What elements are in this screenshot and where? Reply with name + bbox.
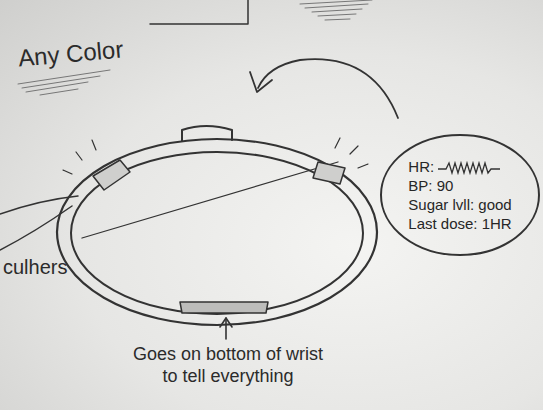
arrow-head	[220, 318, 232, 327]
sensor-patch	[313, 162, 345, 184]
line-wrap: HR:	[408, 157, 511, 176]
reading-text: Last dose: 1HR	[408, 215, 511, 232]
sensor-patch	[93, 160, 130, 190]
arrow-head	[250, 72, 272, 92]
bubble-outline	[379, 133, 541, 257]
glow-ticks	[63, 138, 368, 174]
part-name: culhers	[3, 256, 67, 279]
line-wrap: BP: 90	[408, 176, 511, 195]
reading-text: Sugar lvll: good	[408, 196, 511, 213]
line-wrap: Last dose: 1HR	[408, 214, 511, 233]
sketch-line	[150, 0, 248, 24]
note-text: Any Color	[17, 35, 124, 72]
line-wrap: Sugar lvll: good	[408, 195, 511, 214]
note-text: Goes on bottom of wrist to tell everythi…	[128, 344, 328, 387]
reading-text: HR:	[408, 158, 434, 175]
reading-text: BP: 90	[408, 177, 453, 194]
sensor-patch	[180, 302, 268, 313]
bubble-ellipse	[381, 135, 539, 255]
pointer-arrow	[258, 59, 398, 118]
info-bubble: HR: BP: 90 Sugar lvll: goodLast dose: 1HR	[379, 133, 541, 257]
leader-line	[225, 318, 227, 339]
bracelet-outer	[57, 139, 377, 325]
heartbeat-squiggle	[438, 161, 500, 175]
bracelet-inner	[71, 152, 363, 314]
clasp	[182, 126, 232, 141]
bubble-content: HR: BP: 90 Sugar lvll: goodLast dose: 1HR	[408, 157, 511, 233]
